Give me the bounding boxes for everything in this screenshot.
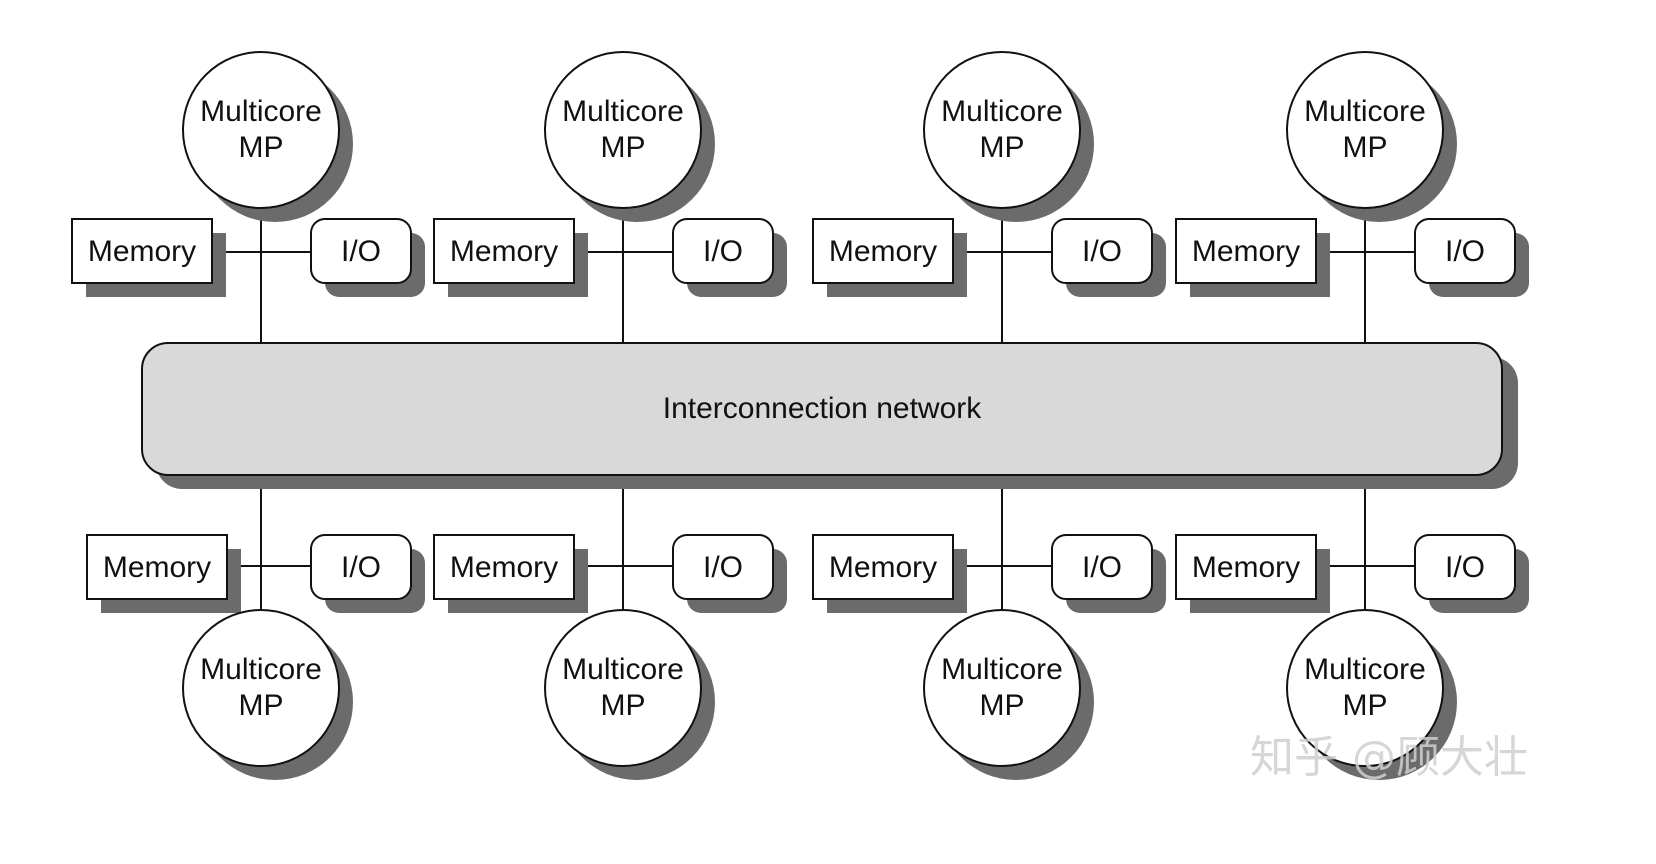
multicore-label-line1: Multicore (1304, 95, 1426, 128)
memory-box (812, 534, 954, 600)
multicore-label-line1: Multicore (562, 95, 684, 128)
multicore-node (1286, 51, 1444, 209)
multicore-label-line2: MP (980, 131, 1025, 164)
memory-label: Memory (450, 551, 558, 584)
multicore-label-line2: MP (601, 689, 646, 722)
io-box (1051, 218, 1153, 284)
multicore-node (923, 51, 1081, 209)
multicore-node (182, 51, 340, 209)
multicore-node (544, 51, 702, 209)
connection-lines-layer (212, 208, 1415, 610)
multicore-label-line2: MP (239, 131, 284, 164)
memory-label: Memory (829, 551, 937, 584)
io-box (1414, 534, 1516, 600)
memory-label: Memory (88, 235, 196, 268)
memory-label: Memory (829, 235, 937, 268)
io-label: I/O (1082, 235, 1122, 268)
interconnection-network-label: Interconnection network (663, 392, 983, 425)
memory-box (812, 218, 954, 284)
memory-box (1175, 218, 1317, 284)
multicore-node (182, 609, 340, 767)
memory-box (433, 218, 575, 284)
multicore-label-line1: Multicore (562, 653, 684, 686)
memory-box (433, 534, 575, 600)
multicore-label-line2: MP (1343, 131, 1388, 164)
io-box (1051, 534, 1153, 600)
watermark: 知乎 @顾大壮 (1250, 732, 1528, 783)
memory-label: Memory (1192, 551, 1300, 584)
multicore-node (1286, 609, 1444, 767)
io-label: I/O (341, 551, 381, 584)
memory-box (71, 218, 213, 284)
multicore-label-line2: MP (980, 689, 1025, 722)
multicore-label-line1: Multicore (941, 95, 1063, 128)
multicore-label-line1: Multicore (941, 653, 1063, 686)
io-box (1414, 218, 1516, 284)
io-label: I/O (703, 235, 743, 268)
multicore-label-line2: MP (1343, 689, 1388, 722)
network-layer: Interconnection network (141, 342, 1518, 489)
interconnection-network (141, 342, 1503, 476)
memory-label: Memory (450, 235, 558, 268)
multicore-label-line2: MP (601, 131, 646, 164)
multicore-label-line1: Multicore (1304, 653, 1426, 686)
io-box (310, 534, 412, 600)
io-box (672, 218, 774, 284)
io-label: I/O (1445, 235, 1485, 268)
memory-label: Memory (1192, 235, 1300, 268)
multicore-label-line1: Multicore (200, 653, 322, 686)
multicore-node (923, 609, 1081, 767)
multicore-label-line1: Multicore (200, 95, 322, 128)
multicore-label-line2: MP (239, 689, 284, 722)
io-box (310, 218, 412, 284)
io-label: I/O (1082, 551, 1122, 584)
multicore-node (544, 609, 702, 767)
memory-label: Memory (103, 551, 211, 584)
memory-box (86, 534, 228, 600)
io-label: I/O (1445, 551, 1485, 584)
io-label: I/O (703, 551, 743, 584)
io-label: I/O (341, 235, 381, 268)
memory-box (1175, 534, 1317, 600)
io-box (672, 534, 774, 600)
